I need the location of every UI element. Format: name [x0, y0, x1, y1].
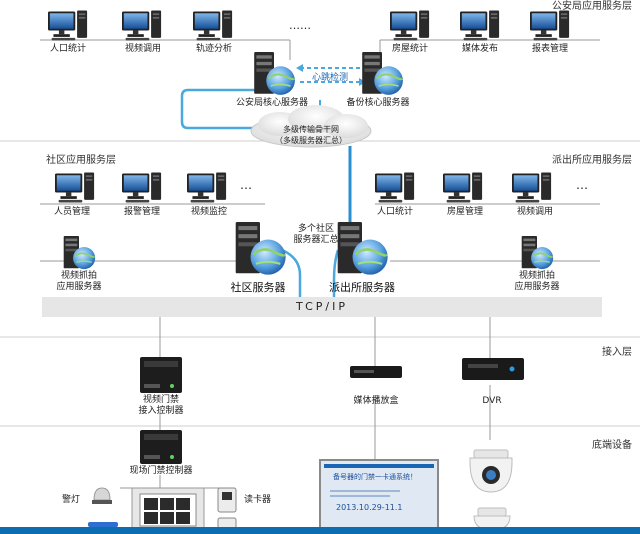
alarm-light-label: 警灯 — [62, 495, 81, 505]
bottom-bar — [0, 527, 640, 534]
door-access-controller-icon — [140, 357, 182, 393]
pc-icon — [122, 172, 162, 203]
pc-icon — [375, 172, 415, 203]
app-label: 轨迹分析 — [195, 44, 233, 54]
tcp-ip-bar: TCP/IP — [42, 297, 602, 317]
alarm-light-icon — [88, 487, 118, 527]
app-label: 视频监控 — [190, 207, 228, 217]
app-label: 房屋统计 — [391, 44, 429, 54]
app-label: 报表管理 — [531, 44, 569, 54]
card-reader-icon — [217, 487, 237, 513]
display-screen-icon — [319, 459, 439, 531]
station-server-icon — [336, 222, 389, 276]
capture-server-label: 视频抓拍 应用服务器 — [56, 271, 102, 292]
screen-date: 2013.10.29-11.1 — [336, 503, 403, 512]
community-server-icon — [234, 222, 287, 276]
pc-icon — [48, 10, 88, 41]
pc-icon — [55, 172, 95, 203]
backbone-cloud — [250, 105, 372, 148]
layer-title-top: 公安局应用服务层 — [552, 1, 632, 12]
app-label: 人口统计 — [49, 44, 87, 54]
card-reader-label: 读卡器 — [244, 495, 272, 505]
dome-camera-icon — [473, 507, 511, 531]
pc-icon — [187, 172, 227, 203]
pc-icon — [122, 10, 162, 41]
app-label: 视频调用 — [124, 44, 162, 54]
main-server-icon — [253, 52, 296, 96]
backup-server-icon — [361, 52, 404, 96]
capture-server-icon — [520, 236, 554, 270]
app-label: 人员管理 — [53, 207, 91, 217]
app-label: 房屋管理 — [446, 207, 484, 217]
screen-title: 备号器的门禁一卡通系统！ — [333, 473, 417, 481]
pc-icon — [193, 10, 233, 41]
site-door-label: 现场门禁控制器 — [129, 466, 193, 476]
core-to-backbone-link — [180, 88, 262, 130]
community-server-label: 社区服务器 — [230, 281, 286, 294]
layer-title-access: 接入层 — [602, 347, 632, 358]
media-box-icon — [350, 366, 402, 378]
pc-icon — [530, 10, 570, 41]
pc-icon — [443, 172, 483, 203]
backup-server-label: 备份核心服务器 — [346, 98, 410, 108]
door-panel-icon — [131, 487, 205, 531]
main-server-label: 公安局核心服务器 — [235, 98, 309, 108]
app-label: 视频调用 — [516, 207, 554, 217]
ellipsis: … — [576, 178, 588, 192]
media-box-label: 媒体播放盒 — [353, 396, 399, 406]
backbone-label: 多级传输骨干网 （多级服务器汇总） — [275, 125, 347, 145]
dvr-label: DVR — [482, 396, 502, 406]
capture-server-label: 视频抓拍 应用服务器 — [514, 271, 560, 292]
pc-icon — [390, 10, 430, 41]
station-server-label: 派出所服务器 — [329, 281, 395, 294]
heartbeat-label: 心跳检测 — [311, 73, 349, 83]
pc-icon — [512, 172, 552, 203]
ellipsis: …… — [289, 19, 311, 32]
ellipsis: … — [240, 178, 252, 192]
aggregate-label: 多个社区 服务器汇总 — [293, 224, 339, 245]
capture-server-icon — [62, 236, 96, 270]
app-label: 媒体发布 — [461, 44, 499, 54]
pc-icon — [460, 10, 500, 41]
app-label: 报警管理 — [123, 207, 161, 217]
dome-camera-icon — [469, 449, 513, 493]
layer-title-station: 派出所应用服务层 — [552, 155, 632, 166]
site-door-controller-icon — [140, 430, 182, 464]
app-label: 人口统计 — [376, 207, 414, 217]
dvr-icon — [462, 358, 524, 380]
layer-title-end-devices: 底端设备 — [592, 440, 632, 451]
door-access-label: 视频门禁 接入控制器 — [138, 395, 184, 416]
layer-title-community: 社区应用服务层 — [46, 155, 116, 166]
